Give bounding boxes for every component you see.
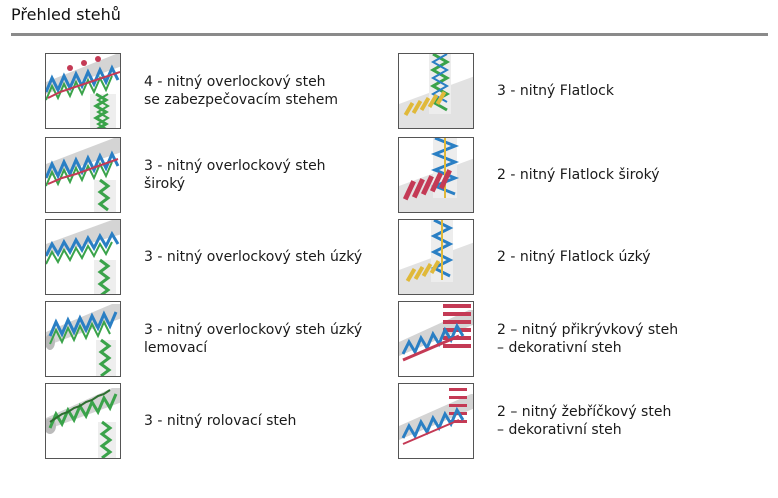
stitch-item-flatlock-2-wide: 2 - nitný Flatlock široký — [398, 137, 738, 215]
stitch-item-ladder-stitch: 2 – nitný žebříčkový steh– dekorativní s… — [398, 383, 738, 461]
overlock-3-thread-wide-icon — [45, 137, 121, 213]
flatlock-2-thread-narrow-icon — [398, 219, 474, 295]
title-divider — [11, 33, 768, 36]
stitch-item-cover-stitch: 2 – nitný přikrývkový steh– dekorativní … — [398, 301, 738, 379]
overlock-4-thread-safety-icon — [45, 53, 121, 129]
overlock-3-thread-narrow-icon — [45, 219, 121, 295]
stitch-item-flatlock-2-narrow: 2 - nitný Flatlock úzký — [398, 219, 738, 297]
overlock-3-thread-narrow-hem-icon — [45, 301, 121, 377]
stitch-label: 2 - nitný Flatlock úzký — [497, 249, 651, 265]
rolled-hem-3-thread-icon — [45, 383, 121, 459]
stitch-label: 3 - nitný Flatlock — [497, 83, 614, 99]
page-title: Přehled stehů — [11, 5, 121, 24]
stitch-label: 2 - nitný Flatlock široký — [497, 167, 660, 183]
stitch-label: 3 - nitný rolovací steh — [144, 413, 297, 429]
flatlock-2-thread-wide-icon — [398, 137, 474, 213]
flatlock-3-thread-icon — [398, 53, 474, 129]
cover-stitch-2-thread-icon — [398, 301, 474, 377]
stitch-label: 2 – nitný přikrývkový steh– dekorativní … — [497, 322, 679, 356]
stitch-label: 2 – nitný žebříčkový steh– dekorativní s… — [497, 404, 672, 438]
stitch-item-rolled-hem: 3 - nitný rolovací steh — [45, 383, 385, 461]
ladder-stitch-2-thread-icon — [398, 383, 474, 459]
stitch-label: 3 - nitný overlockový steh úzký — [144, 249, 363, 265]
stitch-item-overlock-3-narrow: 3 - nitný overlockový steh úzký — [45, 219, 385, 297]
stitch-item-flatlock-3: 3 - nitný Flatlock — [398, 53, 738, 131]
